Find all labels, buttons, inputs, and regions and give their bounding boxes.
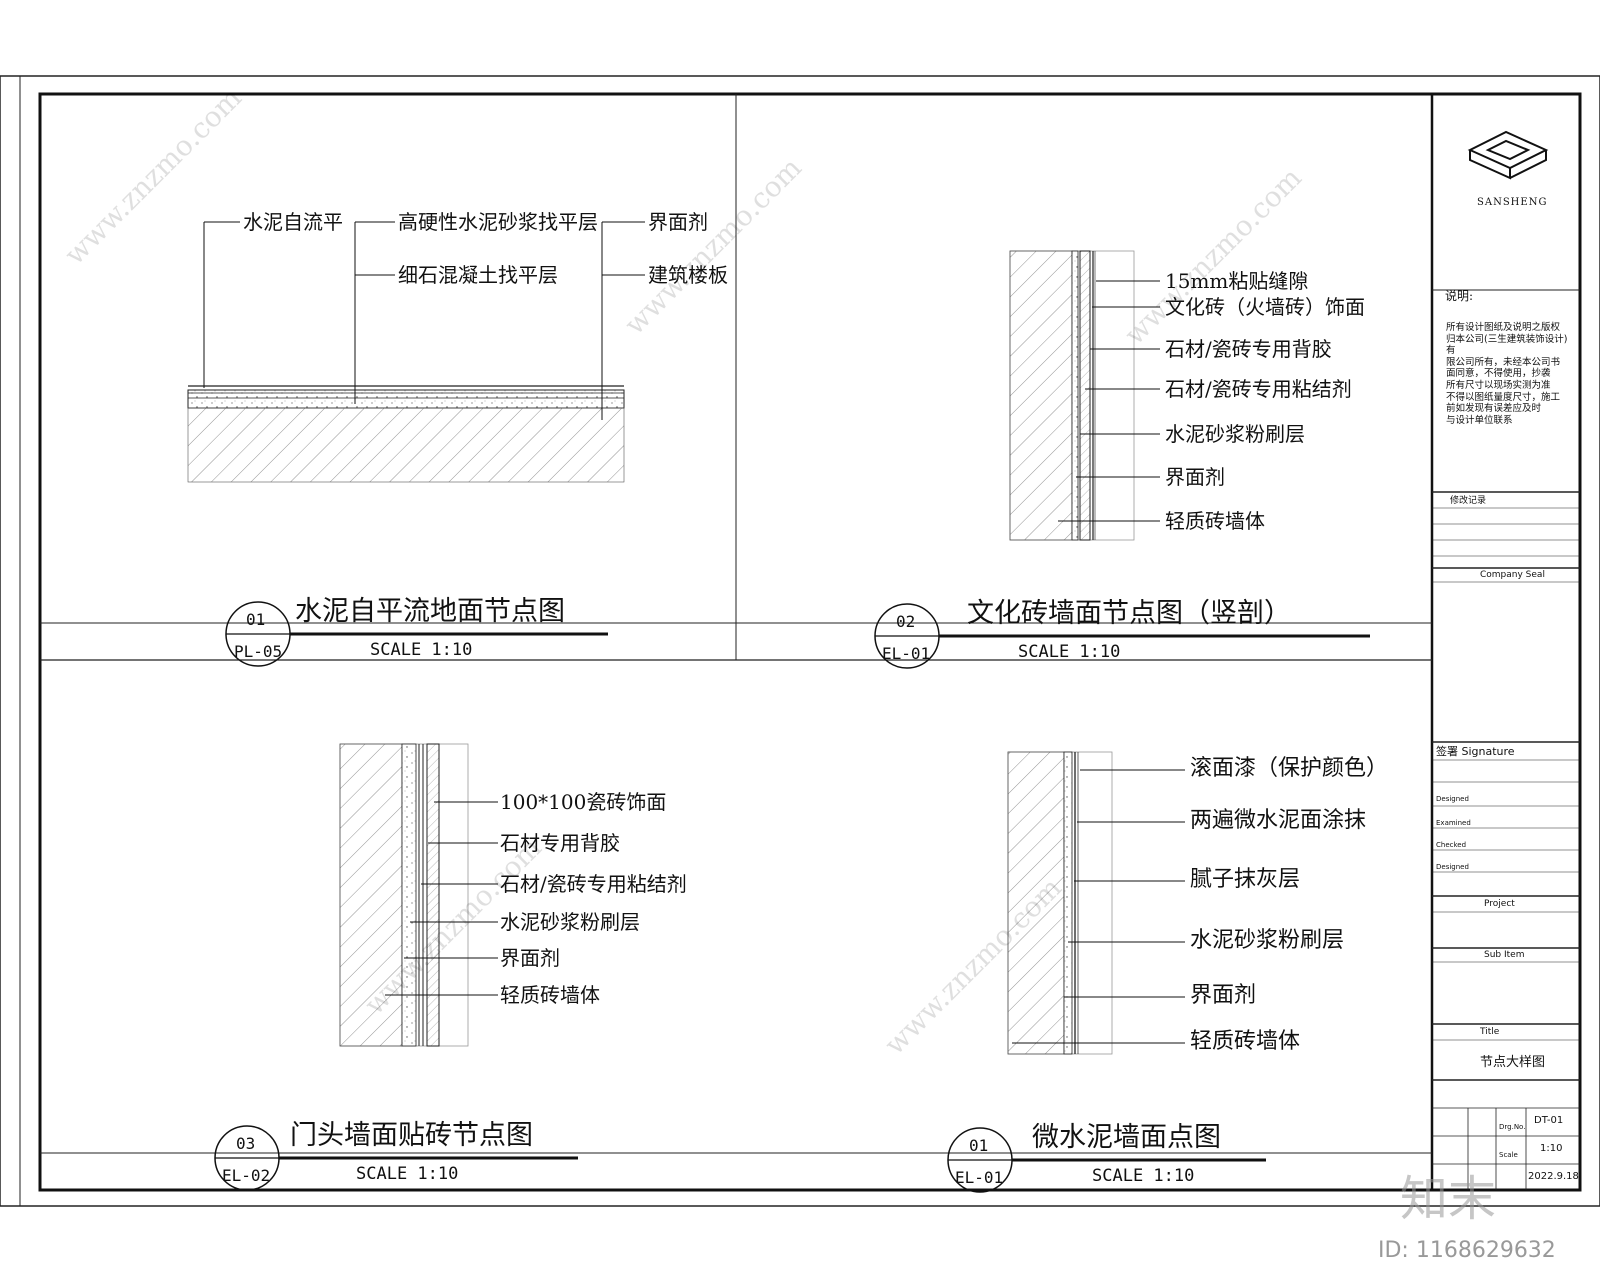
detail-number: 03 [236, 1134, 256, 1153]
callout-label: 水泥砂浆粉刷层 [1190, 928, 1345, 953]
role-label: Designed [1436, 863, 1469, 871]
floor-section-detail [187, 221, 645, 483]
callout-label: 石材/瓷砖专用背胶 [1165, 337, 1332, 361]
detail-title: 水泥自平流地面节点图 [295, 596, 565, 627]
notes-text: 所有设计图纸及说明之版权 归本公司(三生建筑装饰设计)有 限公司所有，未经本公司… [1446, 322, 1568, 426]
revision-label: 修改记录 [1450, 496, 1487, 506]
scale-label: Scale [1499, 1151, 1518, 1159]
callout-label: 水泥自流平 [243, 210, 343, 234]
signature-label: 签署 Signature [1436, 745, 1515, 758]
detail-number: 01 [969, 1136, 989, 1155]
callout-label: 高硬性水泥砂浆找平层 [398, 210, 598, 234]
sansheng-logo [1467, 130, 1549, 180]
detail-number: 02 [896, 612, 916, 631]
callout-label: 界面剂 [500, 946, 560, 970]
callout-label: 腻子抹灰层 [1190, 867, 1301, 892]
callout-label: 轻质砖墙体 [1190, 1029, 1301, 1054]
detail-scale: SCALE 1:10 [1092, 1166, 1195, 1186]
wall-section-detail-4 [1007, 751, 1185, 1055]
callout-label: 轻质砖墙体 [500, 983, 600, 1007]
callout-label: 建筑楼板 [648, 263, 728, 287]
project-label: Project [1484, 899, 1515, 909]
company-name: SANSHENG [1477, 197, 1548, 208]
outer-frame [0, 75, 1600, 1207]
drawing-border [38, 92, 1582, 1192]
callout-label: 文化砖（火墙砖）饰面 [1165, 295, 1365, 319]
notes-heading: 说明: [1445, 289, 1474, 303]
callout-label: 两遍微水泥面涂抹 [1190, 808, 1367, 833]
watermark-id: ID: 1168629632 [1378, 1238, 1556, 1263]
detail-scale: SCALE 1:10 [356, 1164, 459, 1184]
callout-label: 水泥砂浆粉刷层 [1165, 422, 1305, 446]
title-block-lines [1432, 289, 1580, 1190]
drawing-number-label: Drg.No. [1499, 1123, 1526, 1131]
sheet-reference: EL-02 [222, 1166, 271, 1185]
sheet-reference: EL-01 [955, 1168, 1004, 1187]
wall-section-detail-2 [1009, 250, 1160, 541]
callout-label: 界面剂 [1190, 983, 1257, 1008]
callout-label: 滚面漆（保护颜色） [1190, 756, 1389, 781]
detail-number: 01 [246, 610, 266, 629]
detail-title: 门头墙面贴砖节点图 [290, 1120, 533, 1151]
callout-label: 轻质砖墙体 [1165, 509, 1265, 533]
sub-item-label: Sub Item [1484, 950, 1525, 960]
detail-title: 微水泥墙面点图 [1032, 1122, 1221, 1153]
sheet-reference: PL-05 [234, 642, 283, 661]
detail-scale: SCALE 1:10 [1018, 642, 1121, 662]
callout-marks [214, 601, 1370, 1193]
drawing-title: 节点大样图 [1480, 1055, 1546, 1070]
company-seal-label: Company Seal [1480, 570, 1545, 580]
callout-label: 100*100瓷砖饰面 [500, 790, 667, 814]
watermark-brand: 知末 [1400, 1171, 1497, 1227]
callout-label: 界面剂 [648, 210, 708, 234]
wall-section-detail-3 [339, 743, 498, 1047]
role-label: Examined [1436, 819, 1471, 827]
callout-label: 石材/瓷砖专用粘结剂 [1165, 377, 1352, 401]
drawing-date: 2022.9.18 [1528, 1171, 1579, 1182]
callout-label: 15mm粘贴缝隙 [1165, 269, 1309, 293]
callout-label: 界面剂 [1165, 465, 1225, 489]
role-label: Designed [1436, 795, 1469, 803]
callout-label: 石材专用背胶 [500, 831, 620, 855]
detail-scale: SCALE 1:10 [370, 640, 473, 660]
scale-value: 1:10 [1540, 1143, 1563, 1154]
callout-label: 石材/瓷砖专用粘结剂 [500, 872, 687, 896]
sheet-reference: EL-01 [882, 644, 931, 663]
callout-label: 细石混凝土找平层 [398, 263, 558, 287]
role-label: Checked [1436, 841, 1467, 849]
title-label: Title [1480, 1027, 1500, 1037]
callout-label: 水泥砂浆粉刷层 [500, 910, 640, 934]
drawing-number: DT-01 [1534, 1115, 1564, 1126]
detail-title: 文化砖墙面节点图（竖剖） [967, 598, 1291, 629]
